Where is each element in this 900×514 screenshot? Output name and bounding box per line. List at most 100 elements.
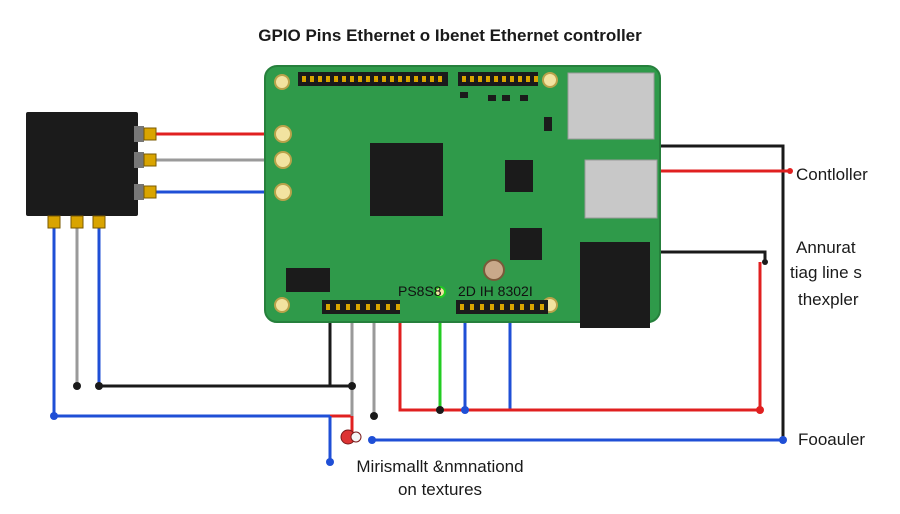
header-pin — [398, 76, 402, 82]
header-pin — [510, 304, 514, 310]
header-pin — [342, 76, 346, 82]
footer-bottom-line-2: on textures — [397, 480, 483, 499]
header-pin — [500, 304, 504, 310]
bottom-connector — [340, 429, 362, 445]
mount-hole — [274, 74, 290, 90]
header-pin — [494, 76, 498, 82]
junction-dot — [461, 406, 469, 414]
left-module-connector — [143, 127, 157, 141]
header-pin — [438, 76, 442, 82]
header-pin — [390, 76, 394, 82]
junction-dot — [762, 259, 768, 265]
header-pins — [302, 76, 544, 310]
header-pin — [386, 304, 390, 310]
header-pin — [534, 76, 538, 82]
wire-black-module-right — [650, 250, 767, 262]
header-pin — [376, 304, 380, 310]
header-pin — [470, 304, 474, 310]
junction-dot — [370, 412, 378, 420]
header-pin — [414, 76, 418, 82]
header-pin — [366, 304, 370, 310]
junction-dot — [73, 382, 81, 390]
main-chip — [370, 143, 443, 216]
annotation-line-1: Annurat — [796, 238, 856, 257]
header-pin — [396, 304, 400, 310]
left-module-body — [26, 112, 138, 216]
header-pin — [326, 76, 330, 82]
left-module-connector — [143, 185, 157, 199]
header-pin — [520, 304, 524, 310]
header-pin — [318, 76, 322, 82]
header-pin — [430, 76, 434, 82]
junction-dot — [756, 406, 764, 414]
left-module-pin — [134, 152, 144, 168]
header-pin — [526, 76, 530, 82]
header-pin — [302, 76, 306, 82]
footer-bottom-line-1: Mirismallt &nmnationd — [356, 457, 524, 476]
header-pin — [382, 76, 386, 82]
header-pin — [350, 76, 354, 82]
left-module-pin — [134, 126, 144, 142]
board-pad — [274, 183, 292, 201]
chip-small — [510, 228, 542, 260]
junction-dot — [787, 168, 793, 174]
header-pin — [510, 76, 514, 82]
chip-small — [286, 268, 330, 292]
header-pin — [460, 304, 464, 310]
header-pin — [480, 304, 484, 310]
header-pin — [490, 304, 494, 310]
left-module-leg — [70, 215, 84, 229]
component — [460, 92, 468, 98]
header-pin — [356, 304, 360, 310]
board-pad — [274, 125, 292, 143]
junction-dot — [368, 436, 376, 444]
wire-black-right-top — [643, 144, 785, 440]
junction-dot — [50, 412, 58, 420]
left-module-connector — [143, 153, 157, 167]
component — [502, 95, 510, 101]
bottom-header-left — [322, 300, 400, 314]
board-code-label: 2D IH 8302I — [458, 283, 533, 299]
board-pad — [274, 151, 292, 169]
ethernet-port — [567, 72, 655, 140]
component — [544, 117, 552, 131]
header-pin — [502, 76, 506, 82]
header-pin — [406, 76, 410, 82]
header-pin — [336, 304, 340, 310]
header-pin — [366, 76, 370, 82]
junction-dot — [326, 458, 334, 466]
annotation-line-3: thexpler — [798, 290, 859, 309]
left-module — [26, 112, 157, 229]
annotation-line-2: tiag line s — [790, 263, 862, 282]
board-ps-label: PS8S8 — [398, 283, 442, 299]
chip-small — [505, 160, 533, 192]
left-module-leg — [47, 215, 61, 229]
junction-dot — [95, 382, 103, 390]
connector-node — [350, 431, 362, 443]
header-pin — [310, 76, 314, 82]
mount-hole — [274, 297, 290, 313]
usb-port — [584, 159, 658, 219]
header-pin — [346, 304, 350, 310]
footer-right-label: Fooauler — [798, 430, 866, 449]
footer-bottom-label: Mirismallt &nmnationd on textures — [330, 455, 550, 501]
header-pin — [540, 304, 544, 310]
header-pin — [470, 76, 474, 82]
header-pin — [530, 304, 534, 310]
header-pin — [326, 304, 330, 310]
board-body — [264, 65, 661, 323]
left-module-leg — [92, 215, 106, 229]
header-pin — [334, 76, 338, 82]
junction-dot — [779, 436, 787, 444]
component — [488, 95, 496, 101]
junction-dot — [348, 382, 356, 390]
header-pin — [486, 76, 490, 82]
page-title: GPIO Pins Ethernet o Ibenet Ethernet con… — [258, 26, 642, 45]
header-pin — [518, 76, 522, 82]
left-module-pin — [134, 184, 144, 200]
potentiometer — [483, 259, 505, 281]
controller-board — [264, 65, 661, 328]
header-pin — [374, 76, 378, 82]
header-pin — [462, 76, 466, 82]
